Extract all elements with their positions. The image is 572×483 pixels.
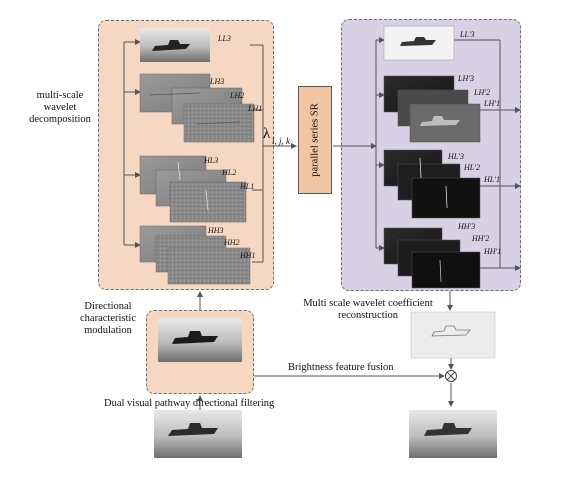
label-hl2-prime: HL'2 xyxy=(464,163,480,172)
lambda-symbol: λ xyxy=(263,126,271,142)
bottom-connectors xyxy=(197,291,457,410)
hl-stack xyxy=(139,155,247,223)
label-lh3-prime: LH'3 xyxy=(458,74,474,83)
lh-stack xyxy=(139,73,255,143)
label-hh3-prime: HH'3 xyxy=(458,222,476,231)
hl-prime-stack xyxy=(383,149,481,219)
lh-prime-stack xyxy=(383,75,481,143)
label-lh3: LH3 xyxy=(210,77,225,86)
label-hl1-prime: HL'1 xyxy=(484,175,500,184)
reconstruction-image xyxy=(410,311,496,359)
label-hh2: HH2 xyxy=(224,238,240,247)
brightness-fusion-label: Brightness feature fusion xyxy=(288,362,394,373)
label-hh1: HH1 xyxy=(240,251,256,260)
hh-stack xyxy=(139,225,251,285)
label-hh2-prime: HH'2 xyxy=(472,234,490,243)
label-hl3: HL3 xyxy=(204,156,219,165)
dual-pathway-label: Dual visual pathway directional filterin… xyxy=(104,398,275,409)
lambda-subscript: l, j, k xyxy=(272,136,290,146)
label-hh1-prime: HH'1 xyxy=(484,247,502,256)
label-hl1: HL1 xyxy=(240,182,255,191)
label-lh1: LH1 xyxy=(248,104,263,113)
parallel-sr-label: parallel series SR xyxy=(309,103,321,177)
label-hh3: HH3 xyxy=(208,226,224,235)
hh-prime-stack xyxy=(383,227,481,289)
decomposition-connectors xyxy=(123,39,377,263)
parallel-sr-box: parallel series SR xyxy=(298,86,332,194)
label-ll3: LL3 xyxy=(218,34,231,43)
label-lh2: LH2 xyxy=(230,91,245,100)
ll3-image xyxy=(140,28,210,62)
input-image xyxy=(154,410,242,458)
label-ll3-prime: LL'3 xyxy=(460,30,475,39)
output-image xyxy=(409,410,497,458)
ll3-prime-image xyxy=(383,25,455,61)
directional-label: Directional characteristic modulation xyxy=(80,301,136,336)
msw-reconstruction-label: Multi scale wavelet coefficient reconstr… xyxy=(303,298,433,321)
modulated-image xyxy=(158,318,242,362)
reconstruction-connectors xyxy=(375,37,521,311)
label-lh1-prime: LH'1 xyxy=(484,99,500,108)
label-hl3-prime: HL'3 xyxy=(448,152,464,161)
multiscale-label: multi-scale wavelet decomposition xyxy=(29,90,91,125)
label-hl2: HL2 xyxy=(222,168,237,177)
label-lh2-prime: LH'2 xyxy=(474,88,490,97)
